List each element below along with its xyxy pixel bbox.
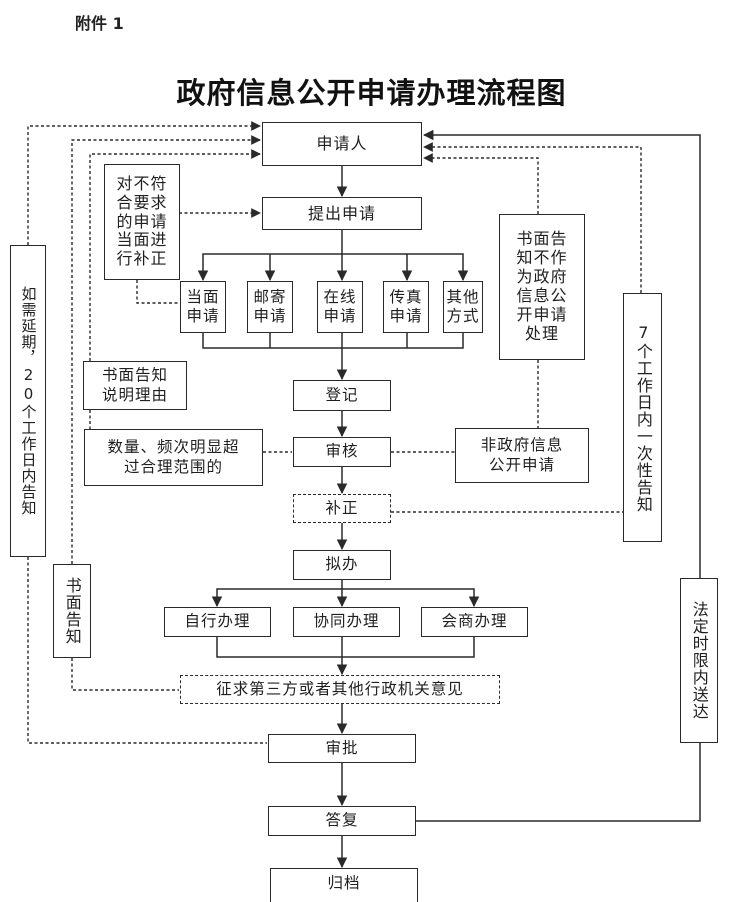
note-written-reason-label: 书面告知 说明理由 [101, 366, 168, 404]
dashed-extension-to-approve [27, 557, 267, 744]
note-seven-days: 7个工作日内一次性告知 [623, 293, 662, 542]
line-reply-to-deadline [416, 743, 701, 822]
node-archive: 归档 [270, 868, 418, 902]
split-bar-handling [211, 588, 480, 608]
note-not-gov-info-notice-label: 书面告 知不作 为政府 信息公 开申请 处理 [516, 229, 568, 343]
note-legal-deadline-label: 法定时限内送达 [689, 601, 709, 720]
note-excessive-requests: 数量、频次明显超 过合理范围的 [84, 429, 263, 486]
handling-label: 自行办理 [184, 612, 251, 631]
join-bar-methods [202, 333, 464, 349]
method-label: 在线 申请 [323, 287, 357, 325]
node-seek-opinions-label: 征求第三方或者其他行政机关意见 [216, 679, 464, 698]
node-submit: 提出申请 [262, 197, 422, 230]
note-extension-label: 如需延期，20个工作日内告知 [19, 286, 38, 516]
node-approve: 审批 [268, 734, 416, 763]
node-review-label: 审核 [325, 442, 359, 461]
node-handle-cooperate: 协同办理 [293, 607, 400, 637]
dashed-onsite-to-inperson [136, 280, 179, 304]
dashed-reason-to-applicant [89, 149, 261, 361]
node-method-mail: 邮寄 申请 [247, 281, 293, 333]
note-not-gov-info-notice: 书面告 知不作 为政府 信息公 开申请 处理 [499, 214, 585, 360]
dashed-written-notice-to-consult [71, 658, 179, 691]
node-correction-label: 补正 [325, 498, 359, 517]
dashed-extension-to-applicant [27, 121, 261, 245]
node-submit-label: 提出申请 [307, 203, 376, 223]
node-approve-label: 审批 [325, 738, 359, 757]
note-excessive-requests-label: 数量、频次明显超 过合理范围的 [107, 438, 240, 476]
dashed-written-notice-to-applicant [71, 135, 261, 564]
note-seven-days-label: 7个工作日内一次性告知 [633, 322, 653, 513]
node-method-in-person: 当面 申请 [180, 281, 226, 333]
note-written-reason: 书面告知 说明理由 [83, 361, 187, 410]
note-on-site-correction: 对不符 合要求 的申请 当面进 行补正 [104, 164, 180, 280]
note-not-gov-info: 非政府信息 公开申请 [455, 428, 589, 483]
node-register: 登记 [293, 380, 391, 411]
handling-label: 协同办理 [313, 612, 380, 631]
node-seek-opinions: 征求第三方或者其他行政机关意见 [180, 675, 500, 704]
note-written-notice-label: 书面告知 [62, 577, 82, 645]
note-not-gov-info-label: 非政府信息 公开申请 [480, 436, 564, 474]
join-bar-handling [216, 637, 475, 658]
method-label: 邮寄 申请 [253, 287, 287, 325]
node-correction: 补正 [293, 494, 391, 523]
node-method-fax: 传真 申请 [383, 281, 429, 333]
note-legal-deadline: 法定时限内送达 [680, 578, 718, 743]
node-reply: 答复 [268, 806, 416, 836]
method-label: 其他 方式 [446, 287, 480, 325]
node-draft: 拟办 [293, 550, 391, 580]
handling-label: 会商办理 [441, 612, 508, 631]
method-label: 传真 申请 [389, 287, 423, 325]
node-review: 审核 [293, 437, 391, 467]
page-title: 政府信息公开申请办理流程图 [176, 76, 567, 110]
attachment-label: 附件 1 [75, 14, 124, 33]
node-handle-consult: 会商办理 [421, 607, 528, 637]
arrow-deadline-to-applicant [422, 129, 701, 578]
node-handle-self: 自行办理 [164, 607, 271, 637]
note-on-site-correction-label: 对不符 合要求 的申请 当面进 行补正 [116, 173, 168, 269]
method-label: 当面 申请 [186, 287, 220, 325]
node-draft-label: 拟办 [325, 555, 359, 574]
split-bar-methods [197, 253, 469, 282]
dashed-nongov-notice-to-applicant [423, 153, 539, 214]
node-method-other: 其他 方式 [443, 281, 483, 333]
note-written-notice: 书面告知 [53, 564, 91, 658]
node-applicant: 申请人 [262, 122, 422, 166]
note-extension: 如需延期，20个工作日内告知 [10, 245, 46, 557]
dashed-seven-days-to-applicant [423, 142, 642, 293]
node-method-online: 在线 申请 [317, 281, 363, 333]
node-register-label: 登记 [325, 385, 359, 404]
node-reply-label: 答复 [325, 811, 359, 830]
node-applicant-label: 申请人 [316, 134, 368, 153]
node-archive-label: 归档 [327, 874, 361, 892]
